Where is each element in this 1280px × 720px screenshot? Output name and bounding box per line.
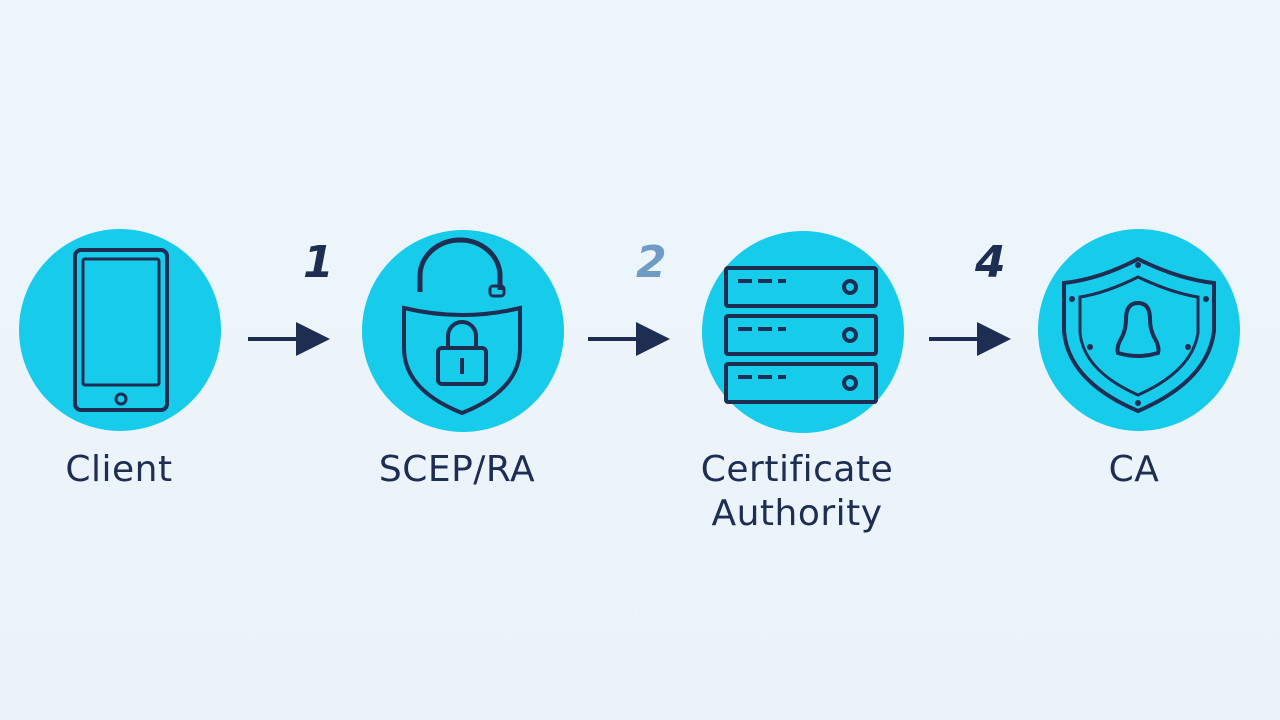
step-number-4: 4 bbox=[975, 237, 1006, 288]
arrow-3 bbox=[929, 322, 1011, 356]
step-number-2: 2 bbox=[636, 237, 667, 288]
shield-badge-icon bbox=[1062, 256, 1216, 414]
arrow-2 bbox=[588, 322, 670, 356]
client-node bbox=[19, 229, 221, 431]
scep-ra-node bbox=[362, 230, 564, 432]
ca-node bbox=[1038, 229, 1240, 431]
smartphone-icon bbox=[73, 248, 169, 412]
arrow-1 bbox=[248, 322, 330, 356]
certificate-authority-label-line1: Certificate bbox=[700, 449, 894, 490]
certificate-authority-label-line2: Authority bbox=[711, 493, 883, 534]
ca-label: CA bbox=[1108, 449, 1160, 490]
server-stack-icon bbox=[724, 266, 878, 404]
client-label: Client bbox=[65, 449, 173, 490]
lock-shield-icon bbox=[402, 237, 522, 416]
certificate-authority-label: Certificate Authority bbox=[667, 448, 927, 536]
scep-ra-label: SCEP/RA bbox=[378, 449, 536, 490]
step-number-1: 1 bbox=[303, 237, 334, 288]
certificate-authority-node bbox=[702, 231, 904, 433]
